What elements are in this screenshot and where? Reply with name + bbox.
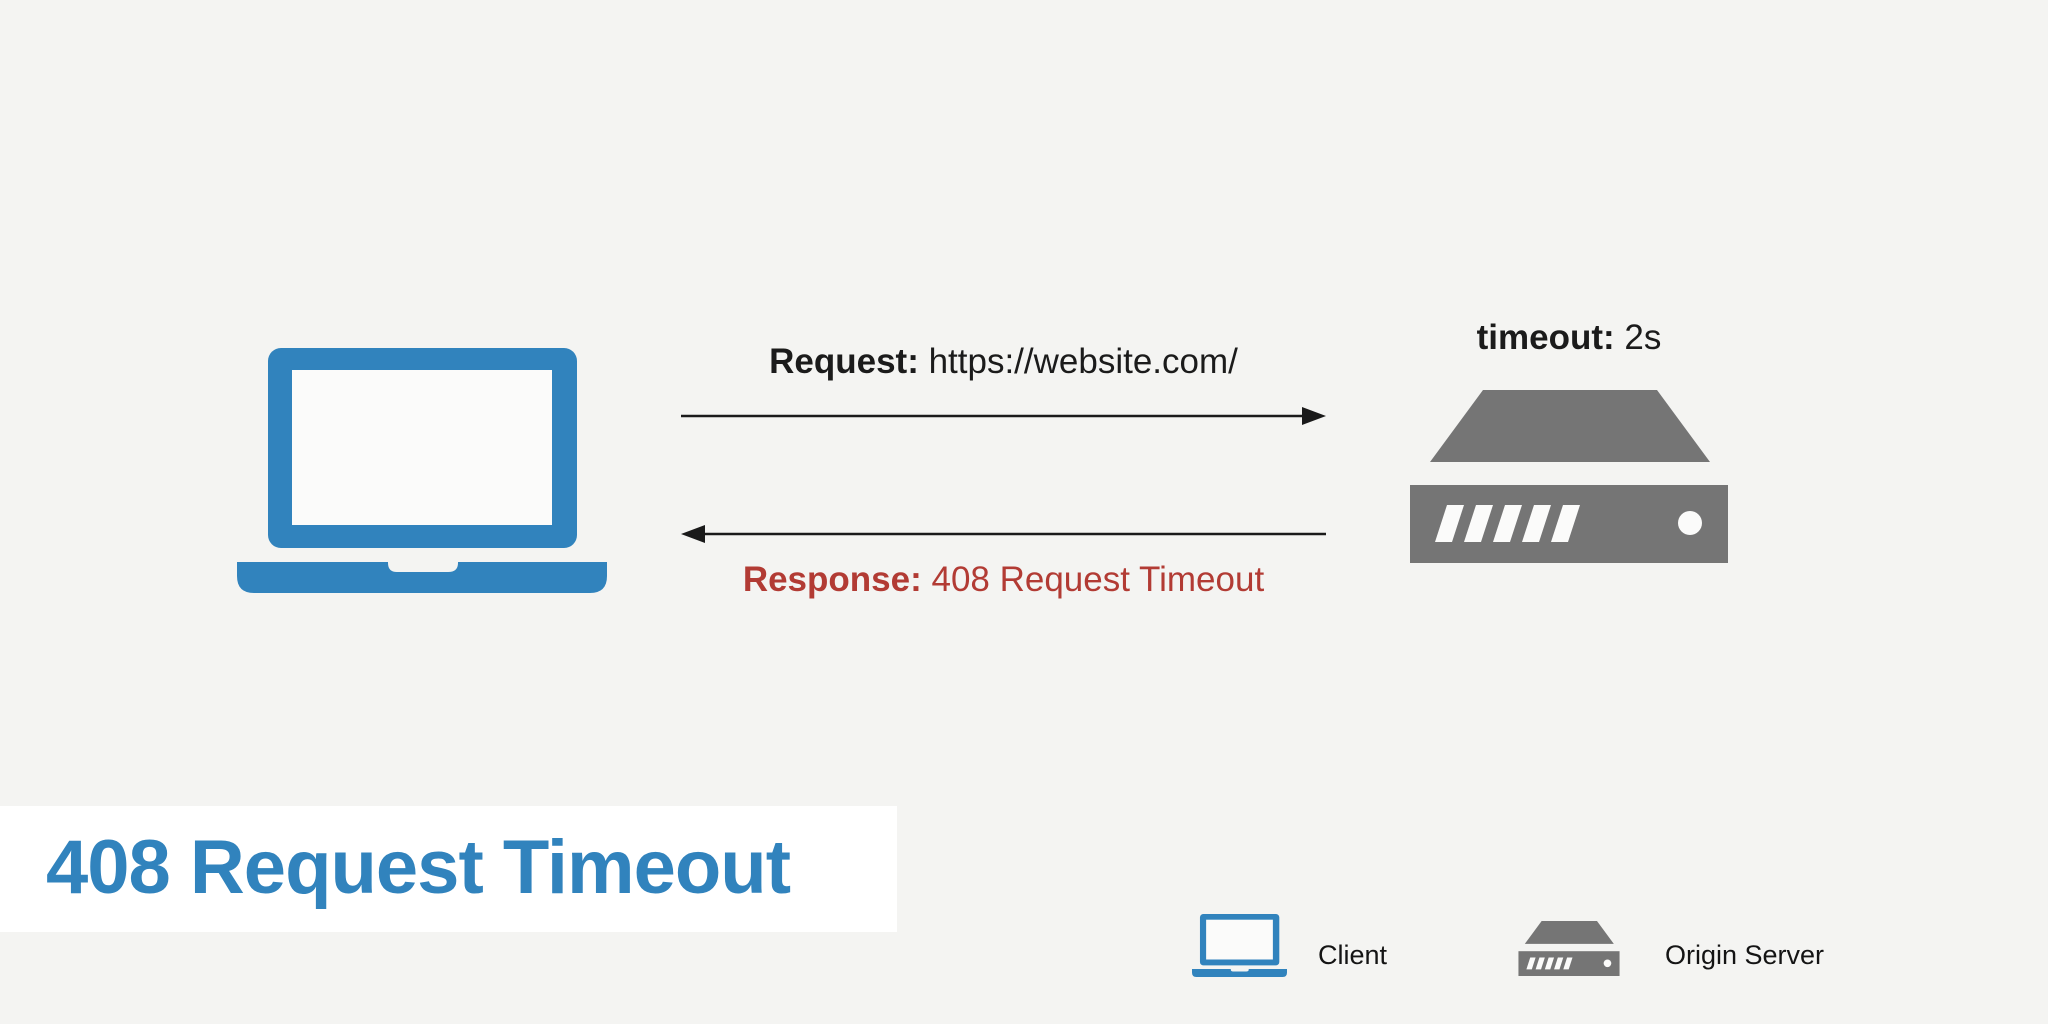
server-icon bbox=[1410, 390, 1728, 563]
title-band: 408 Request Timeout bbox=[0, 806, 897, 932]
response-arrow bbox=[681, 525, 1326, 543]
legend-client-label: Client bbox=[1318, 940, 1388, 970]
request-label-bold: Request: bbox=[769, 342, 919, 381]
legend-server-icon bbox=[1518, 921, 1620, 976]
page-title: 408 Request Timeout bbox=[46, 825, 791, 910]
timeout-annotation-bold: timeout: bbox=[1476, 318, 1615, 357]
request-arrow bbox=[681, 407, 1326, 425]
request-label-url: https://website.com/ bbox=[918, 342, 1238, 381]
laptop-icon bbox=[237, 348, 607, 593]
legend-laptop-icon bbox=[1192, 914, 1287, 977]
legend-origin-server-label: Origin Server bbox=[1665, 940, 1825, 970]
timeout-annotation-value: 2s bbox=[1614, 318, 1662, 357]
response-label-status: 408 Request Timeout bbox=[921, 560, 1265, 599]
response-label-bold: Response: bbox=[742, 560, 922, 599]
request-label: Request: https://website.com/ bbox=[681, 340, 1326, 384]
timeout-annotation: timeout: 2s bbox=[1410, 316, 1728, 360]
response-label: Response: 408 Request Timeout bbox=[681, 558, 1326, 602]
